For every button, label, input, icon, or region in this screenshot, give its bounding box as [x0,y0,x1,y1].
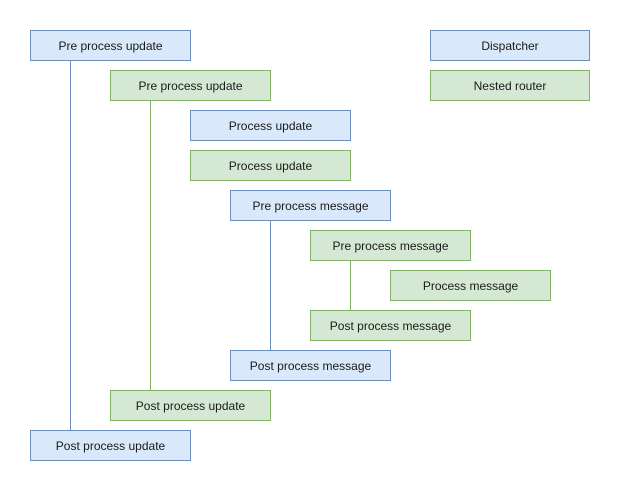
node-nested-pre-process-update[interactable]: Pre process update [110,70,271,101]
node-dispatcher-post-process-update[interactable]: Post process update [30,430,191,461]
connector-dispatcher-update-lifeline [70,61,71,430]
legend-item-nested-router: Nested router [430,70,590,101]
node-nested-process-message[interactable]: Process message [390,270,551,301]
node-nested-post-process-update[interactable]: Post process update [110,390,271,421]
node-nested-process-update[interactable]: Process update [190,150,351,181]
connector-dispatcher-message-lifeline [270,221,271,350]
legend-item-dispatcher: Dispatcher [430,30,590,61]
node-nested-pre-process-message[interactable]: Pre process message [310,230,471,261]
node-dispatcher-process-update[interactable]: Process update [190,110,351,141]
node-nested-post-process-message[interactable]: Post process message [310,310,471,341]
node-dispatcher-pre-process-message[interactable]: Pre process message [230,190,391,221]
node-dispatcher-post-process-message[interactable]: Post process message [230,350,391,381]
node-dispatcher-pre-process-update[interactable]: Pre process update [30,30,191,61]
connector-nested-message-lifeline [350,261,351,310]
connector-nested-update-lifeline [150,101,151,390]
